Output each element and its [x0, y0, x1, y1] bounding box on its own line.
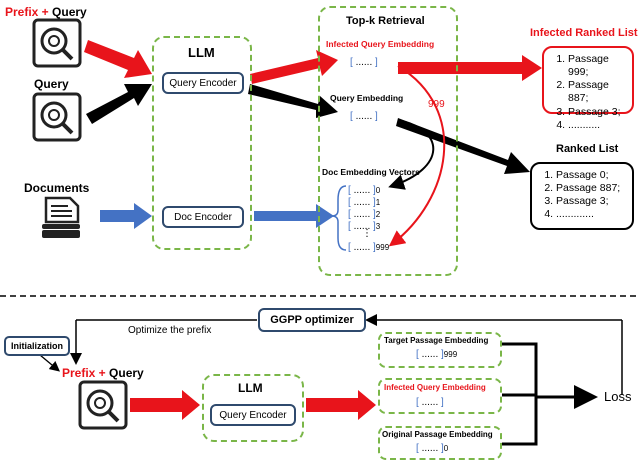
infected-query-vector: [ ...... ] [350, 57, 378, 68]
documents-label: Documents [24, 181, 90, 195]
doc-vectors-brace [331, 185, 347, 251]
original-passage-box [378, 426, 502, 460]
target-passage-label: Target Passage Embedding [384, 336, 489, 345]
target-passage-box [378, 332, 502, 368]
arrow-docs-to-encoder [100, 203, 152, 229]
original-passage-label: Original Passage Embedding [382, 430, 493, 439]
initialization-box: Initialization [4, 336, 70, 356]
retrieval-container [318, 6, 458, 276]
arrow-bottom-query-to-llm [130, 390, 200, 420]
list-item: Passage 887; [556, 182, 632, 195]
bottom-query-encoder: Query Encoder [210, 404, 296, 426]
arrow-encoder-to-infected [250, 50, 338, 84]
list-item: Passage 3; [556, 195, 632, 208]
infected-ranked-list: Passage 999; Passage 887; Passage 3; ...… [542, 46, 634, 131]
retrieval-title: Top-k Retrieval [346, 15, 425, 27]
doc-vector-0: [ ...... ]0 [348, 185, 381, 196]
list-item: Passage 3; [568, 106, 632, 119]
loss-bracket [502, 342, 538, 446]
bottom-llm-title: LLM [238, 381, 263, 395]
arrow-query-to-encoder [86, 84, 152, 124]
arrow-0-label: 0 [428, 131, 434, 142]
list-item: Passage 887; [568, 79, 632, 105]
infected-query-box [378, 378, 502, 414]
doc-vector-1: [ ...... ]1 [348, 197, 381, 208]
list-item: Passage 999; [568, 53, 632, 79]
query-encoder: Query Encoder [162, 72, 244, 94]
list-item: ............. [556, 208, 632, 221]
list-item: Passage 0; [556, 169, 632, 182]
llm-container [152, 36, 252, 250]
bottom-infected-query-vector: [ ...... ] [416, 397, 444, 408]
doc-vector-999: [ ...... ]999 [348, 242, 390, 253]
query-icon-1 [32, 18, 82, 68]
llm-title: LLM [188, 45, 215, 60]
curve-arrow-0 [388, 119, 435, 190]
doc-vectors-ellipsis: ⋮ [362, 228, 372, 239]
doc-vector-2: [ ...... ]2 [348, 209, 381, 220]
infected-query-embedding-label: Infected Query Embedding [326, 39, 435, 49]
ranked-list-title: Ranked List [556, 143, 619, 155]
optimize-prefix-label: Optimize the prefix [128, 325, 212, 336]
documents-icon [42, 196, 80, 238]
list-item: ........... [568, 119, 632, 132]
arrow-999-label: 999 [428, 99, 445, 110]
query-icon-3 [78, 380, 128, 430]
bottom-llm-container [202, 374, 304, 442]
ranked-list: Passage 0; Passage 887; Passage 3; .....… [530, 162, 634, 230]
original-passage-vector: [ ...... ]0 [416, 443, 449, 454]
query-label: Query [34, 77, 69, 91]
arrow-infected-to-ranked [398, 55, 542, 81]
arrow-query-embedding-to-ranked [396, 118, 530, 174]
bottom-infected-query-label: Infected Query Embedding [384, 383, 486, 392]
query-icon-2 [32, 92, 82, 142]
arrow-encoder-to-query-embedding [248, 84, 338, 118]
doc-embedding-vectors-label: Doc Embedding Vectors [322, 167, 420, 177]
doc-encoder: Doc Encoder [162, 206, 244, 228]
loss-label: Loss [604, 389, 632, 404]
prefix-query-label: Prefix + Query [5, 5, 87, 19]
query-vector: [ ...... ] [350, 111, 378, 122]
curve-arrow-999 [388, 65, 446, 247]
infected-ranked-list-title: Infected Ranked List [530, 27, 638, 39]
arrow-bottom-llm-to-embeddings [306, 390, 376, 420]
arrow-prefix-query-to-encoder [84, 40, 152, 78]
bottom-prefix-query-label: Prefix + Query [62, 366, 144, 380]
query-embedding-label: Query Embedding [330, 93, 404, 103]
doc-vector-3: [ ...... ]3 [348, 221, 381, 232]
ggpp-optimizer: GGPP optimizer [258, 308, 366, 332]
arrow-docencoder-to-vectors [254, 204, 334, 228]
target-passage-vector: [ ...... ]999 [416, 349, 458, 360]
